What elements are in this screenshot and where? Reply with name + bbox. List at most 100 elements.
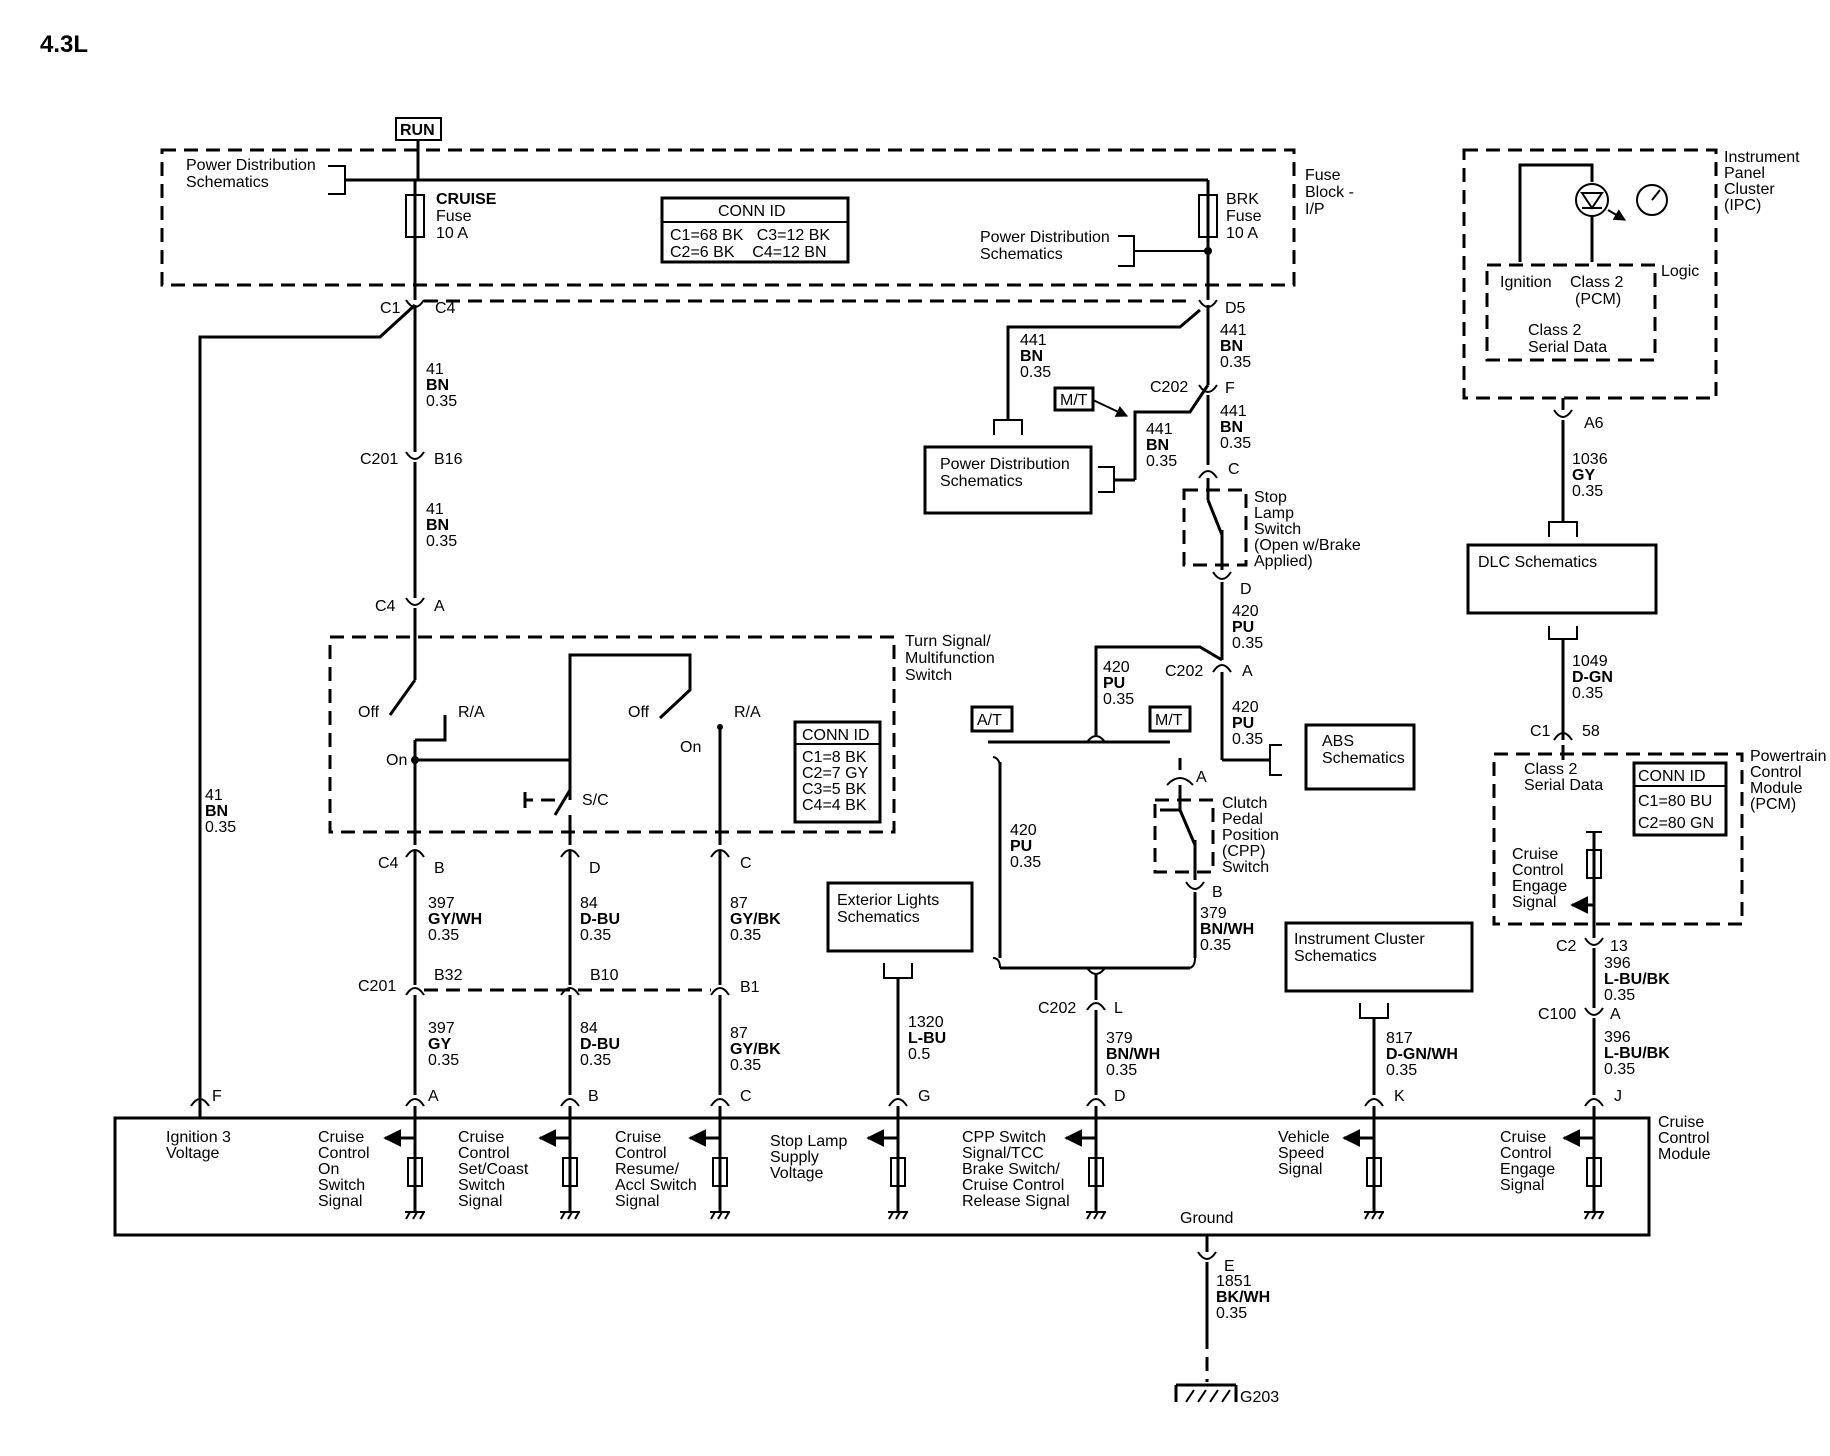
- diagram-label: Schematics: [837, 909, 920, 926]
- diagram-label: PU: [1010, 838, 1032, 855]
- diagram-label: 0.35: [1020, 364, 1051, 381]
- diagram-label: C201: [360, 451, 398, 468]
- diagram-label: GY/BK: [730, 1041, 781, 1058]
- diagram-label: 0.35: [1010, 854, 1041, 871]
- instrument-cluster: Instrument Cluster Schematics 817 D-GN/W…: [1284, 921, 1474, 1095]
- diagram-label: 397: [428, 895, 455, 912]
- diagram-label: D: [1240, 581, 1252, 598]
- wire-41-main: 41 BN 0.35 C201 B16 41 BN 0.35 C4 A: [360, 305, 463, 680]
- ipc: Instrument Panel Cluster (IPC) Logic Ign…: [1462, 148, 1800, 741]
- diagram-label: Engage: [1500, 1161, 1555, 1178]
- diagram-label: Power Distribution: [980, 229, 1110, 246]
- diagram-label: 441: [1020, 332, 1047, 349]
- diagram-label: Control: [318, 1145, 370, 1162]
- ground-circuit: E 1851 BK/WH 0.35 G203: [1174, 1235, 1279, 1406]
- diagram-label: K: [1394, 1088, 1405, 1105]
- diagram-label: C2=7 GY: [802, 765, 869, 782]
- diagram-label: 0.35: [730, 927, 761, 944]
- diagram-label: Signal: [615, 1193, 659, 1210]
- diagram-label: 0.35: [1146, 453, 1177, 470]
- run-label: RUN: [400, 122, 435, 139]
- diagram-label: Applied): [1254, 553, 1313, 570]
- diagram-label: 420: [1103, 659, 1130, 676]
- diagram-label: 1320: [908, 1014, 944, 1031]
- diagram-label: 817: [1386, 1030, 1413, 1047]
- diagram-label: Clutch: [1222, 795, 1267, 812]
- diagram-label: 10 A: [1226, 225, 1258, 242]
- brake-circuit: 441 BN 0.35 441 BN 0.35 Power Distributi…: [923, 305, 1416, 1095]
- diagram-label: 0.35: [1572, 483, 1603, 500]
- cpp-switch: Clutch Pedal Position (CPP) Switch: [1153, 785, 1279, 880]
- diagram-label: 13: [1610, 938, 1628, 955]
- diagram-label: C4: [375, 598, 396, 615]
- diagram-label: Ground: [1180, 1210, 1233, 1227]
- diagram-label: 0.35: [1604, 987, 1635, 1004]
- diagram-label: Panel: [1724, 165, 1765, 182]
- diagram-label: Schematics: [1294, 948, 1377, 965]
- diagram-label: 0.35: [1220, 354, 1251, 371]
- diagram-label: Switch: [1222, 859, 1269, 876]
- diagram-label: Schematics: [940, 473, 1023, 490]
- ccm-set-switch-circuit: Cruise Control Set/Coast Switch Signal: [458, 1106, 580, 1220]
- fuse-block: RUN Power Distribution Schematics CRUISE…: [160, 117, 1354, 300]
- diagram-label: C3=5 BK: [802, 781, 867, 798]
- diagram-label: Signal: [318, 1193, 362, 1210]
- diagram-label: BN: [426, 517, 449, 534]
- diagram-label: Signal: [458, 1193, 502, 1210]
- diagram-label: A: [1196, 769, 1207, 786]
- diagram-label: Control: [1750, 764, 1802, 781]
- pcm-conn-id: CONN ID C1=80 BU C2=80 GN: [1632, 761, 1728, 837]
- diagram-label: 84: [580, 1020, 598, 1037]
- ccm-engage-circuit: Cruise Control Engage Signal: [1500, 1106, 1604, 1220]
- diagram-label: B1: [740, 979, 760, 996]
- diagram-label: J: [1614, 1088, 1622, 1105]
- diagram-label: Logic: [1661, 263, 1699, 280]
- diagram-label: BN/WH: [1106, 1046, 1160, 1063]
- at-label-box: [970, 705, 1014, 733]
- mt2-label-box: [1148, 705, 1192, 733]
- diagram-label: Signal: [1512, 894, 1556, 911]
- diagram-label: 87: [730, 1025, 748, 1042]
- mid-wires: 397 GY/WH 0.35 84 D-BU 0.35 87 GY/BK 0.3…: [358, 850, 781, 1095]
- diagram-label: GY/BK: [730, 911, 781, 928]
- diagram-label: B: [588, 1088, 599, 1105]
- diagram-label: Cruise: [318, 1129, 364, 1146]
- diagram-label: F: [1225, 380, 1235, 397]
- diagram-label: C2: [1556, 938, 1577, 955]
- diagram-label: 0.35: [580, 1052, 611, 1069]
- diagram-label: PU: [1232, 715, 1254, 732]
- ccm-vss-circuit: Vehicle Speed Signal: [1278, 1106, 1384, 1220]
- diagram-label: C202: [1150, 379, 1188, 396]
- stop-lamp-switch: Stop Lamp Switch (Open w/Brake Applied): [1182, 478, 1361, 570]
- ccm-on-switch-circuit: Cruise Control On Switch Signal: [318, 1106, 425, 1220]
- power-distribution-r: Power Distribution Schematics: [980, 229, 1212, 267]
- diagram-label: L-BU/BK: [1604, 1045, 1670, 1062]
- diagram-label: BN: [1020, 348, 1043, 365]
- diagram-label: 1036: [1572, 451, 1608, 468]
- diagram-label: Set/Coast: [458, 1161, 529, 1178]
- diagram-label: 84: [580, 895, 598, 912]
- diagram-label: A: [434, 598, 445, 615]
- diagram-label: PU: [1103, 675, 1125, 692]
- turn-signal-switch: Turn Signal/ Multifunction Switch Off R/…: [328, 633, 995, 845]
- diagram-label: C201: [358, 978, 396, 995]
- diagram-label: 0.35: [426, 533, 457, 550]
- diagram-label: Serial Data: [1524, 777, 1603, 794]
- abs-schematics-box: [1304, 723, 1416, 791]
- diagram-label: On: [318, 1161, 339, 1178]
- diagram-label: Pedal: [1222, 811, 1263, 828]
- diagram-label: Turn Signal/: [905, 633, 991, 650]
- diagram-label: A/T: [977, 712, 1002, 729]
- exterior-lights: Exterior Lights Schematics 1320 L-BU 0.5: [826, 881, 974, 1095]
- diagram-label: Class 2: [1528, 322, 1581, 339]
- diagram-label: Ignition 3: [166, 1129, 231, 1146]
- diagram-label: (Open w/Brake: [1254, 537, 1361, 554]
- diagram-label: CPP Switch: [962, 1129, 1046, 1146]
- diagram-label: G203: [1240, 1389, 1279, 1406]
- diagram-label: 420: [1232, 699, 1259, 716]
- diagram-label: Speed: [1278, 1145, 1324, 1162]
- diagram-label: Brake Switch/: [962, 1161, 1060, 1178]
- diagram-label: G: [918, 1088, 930, 1105]
- diagram-label: 10 A: [436, 225, 468, 242]
- diagram-label: C202: [1165, 663, 1203, 680]
